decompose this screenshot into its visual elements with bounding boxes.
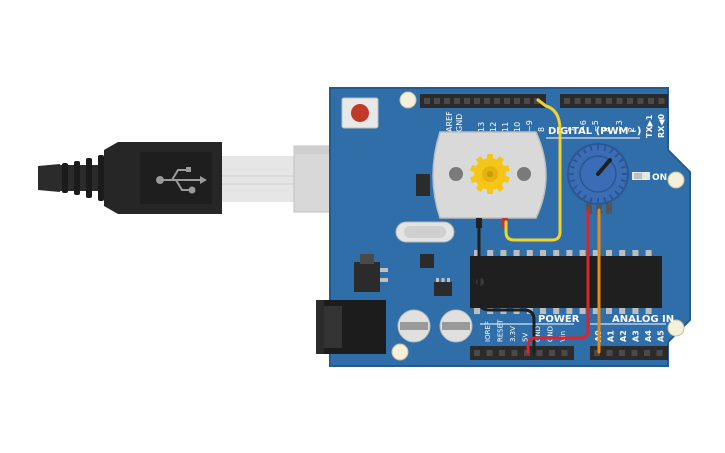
power-pin-label: RESET	[497, 319, 505, 342]
power-pin-label: 3.3V	[509, 326, 517, 342]
pin-hole[interactable]	[658, 98, 665, 104]
pin-hole[interactable]	[606, 98, 612, 104]
wires	[477, 98, 601, 354]
usb-icon	[156, 167, 207, 194]
pin-hole[interactable]	[549, 350, 555, 356]
pin-hole[interactable]	[644, 350, 650, 356]
dc-motor[interactable]	[432, 131, 547, 228]
analog-label: ANALOG IN	[612, 314, 674, 325]
pin-hole[interactable]	[631, 350, 638, 356]
pin-hole[interactable]	[656, 350, 663, 356]
mounting-hole	[667, 171, 685, 189]
power-led	[632, 172, 650, 180]
power-pin-label: Vin	[559, 331, 567, 342]
analog-pin-label: A3	[632, 330, 641, 342]
on-label: ON	[652, 173, 667, 183]
digital-pin-label: AREF	[445, 111, 454, 132]
power-pin-label: GND	[547, 326, 555, 342]
digital-pin-label: 7	[567, 127, 576, 132]
tx-label: TX▶1	[645, 114, 654, 138]
gear-icon	[470, 154, 510, 194]
digital-pin-label: ~9	[525, 120, 534, 132]
mounting-hole	[391, 343, 409, 361]
digital-pin-label: ~3	[615, 120, 624, 132]
digital-pin-label: 11	[501, 122, 510, 132]
pin-hole[interactable]	[484, 98, 490, 104]
pin-hole[interactable]	[564, 98, 570, 104]
mounting-hole	[399, 91, 417, 109]
pin-hole[interactable]	[514, 98, 520, 104]
usb-cable	[38, 142, 383, 214]
pin-hole[interactable]	[504, 98, 510, 104]
pin-hole[interactable]	[494, 98, 500, 104]
small-chip	[420, 254, 434, 268]
capacitor	[439, 309, 473, 343]
digital-header-label: DIGITAL (PWM~)	[548, 126, 641, 137]
potentiometer-pointer	[596, 158, 612, 176]
motor-terminal	[476, 218, 482, 228]
pin-hole[interactable]	[454, 98, 460, 104]
wire-red	[526, 208, 590, 354]
voltage-regulator	[354, 254, 388, 292]
pin-hole[interactable]	[444, 98, 450, 104]
digital-pin-label: 8	[537, 127, 546, 132]
mounting-hole	[667, 319, 685, 337]
pin-hole[interactable]	[486, 350, 493, 356]
pin-hole[interactable]	[616, 98, 623, 104]
pin-hole[interactable]	[606, 350, 613, 356]
power-label: POWER	[538, 314, 580, 325]
power-pin-labels: IOREF RESET 3.3V 5V GND GND Vin	[484, 319, 567, 342]
power-pin-label: GND	[534, 326, 542, 342]
potentiometer[interactable]	[567, 143, 629, 214]
pin-hole[interactable]	[619, 350, 625, 356]
digital-pin-label: 10	[513, 122, 522, 132]
wire-yellow	[504, 98, 562, 242]
small-transistor	[434, 278, 452, 296]
power-header	[470, 346, 574, 360]
digital-pin-label: 4	[603, 127, 612, 132]
pin-hole[interactable]	[574, 98, 581, 104]
rx-label: RX◀0	[657, 114, 666, 138]
pin-hole[interactable]	[499, 350, 505, 356]
wire-black-motor	[477, 224, 536, 354]
power-pin-label: IOREF	[484, 321, 492, 342]
crystal-oscillator	[395, 221, 455, 243]
digital-pin-label: 12	[489, 122, 498, 132]
pin-hole[interactable]	[536, 350, 543, 356]
pin-hole[interactable]	[474, 98, 480, 104]
digital-pin-label: ~5	[591, 120, 600, 132]
digital-pin-label: ~6	[579, 120, 588, 132]
pin-hole[interactable]	[474, 350, 480, 356]
pin-hole[interactable]	[637, 98, 644, 104]
pin-hole[interactable]	[424, 98, 430, 104]
digital-pin-label: GND	[455, 114, 464, 132]
power-pin-label: 5V	[522, 333, 530, 342]
analog-pin-label: A4	[644, 330, 653, 342]
pin-hole[interactable]	[434, 98, 440, 104]
pin-hole[interactable]	[648, 98, 654, 104]
microcontroller-chip	[470, 250, 662, 314]
pin-hole[interactable]	[524, 98, 530, 104]
analog-pin-label: A1	[607, 330, 616, 342]
pin-hole[interactable]	[594, 350, 600, 356]
digital-pin-label: 2	[627, 127, 636, 132]
power-jack	[316, 300, 386, 354]
pin-hole[interactable]	[627, 98, 633, 104]
digital-header	[420, 94, 668, 108]
pin-hole[interactable]	[561, 350, 568, 356]
analog-pin-label: A2	[619, 330, 628, 342]
digital-pin-label: 13	[477, 122, 486, 132]
pin-hole[interactable]	[511, 350, 518, 356]
reset-button[interactable]	[341, 97, 379, 129]
pin-hole[interactable]	[595, 98, 602, 104]
analog-pin-label: A5	[657, 330, 666, 342]
pin-hole[interactable]	[585, 98, 591, 104]
pin-hole[interactable]	[464, 98, 470, 104]
capacitor	[397, 309, 431, 343]
analog-header	[590, 346, 668, 360]
small-chip	[416, 174, 430, 196]
